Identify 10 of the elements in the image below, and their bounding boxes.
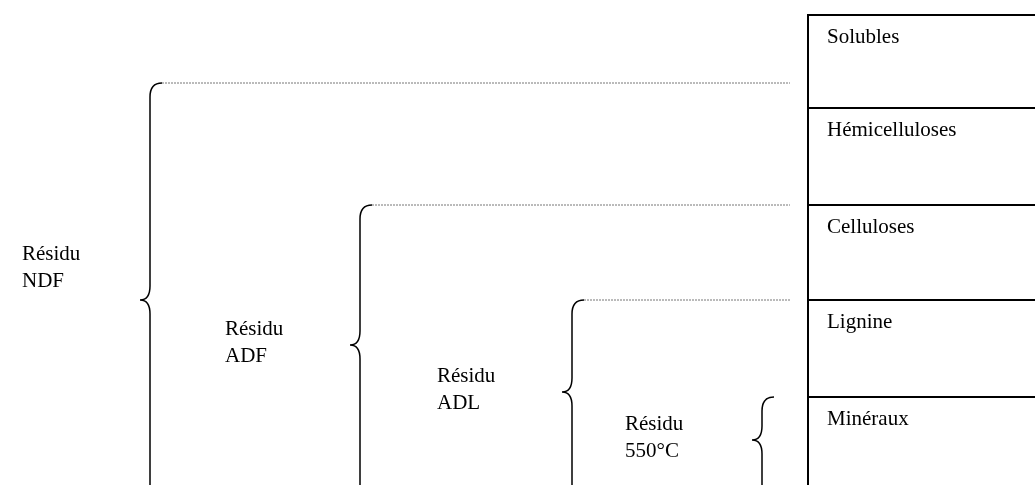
- fraction-box: [807, 14, 1035, 109]
- residue-label: Résidu 550°C: [625, 410, 685, 464]
- residue-label: Résidu NDF: [22, 240, 82, 294]
- fraction-label: Solubles: [827, 24, 900, 48]
- fraction-label: Hémicelluloses: [827, 117, 957, 141]
- fraction-label: Minéraux: [827, 406, 909, 430]
- fraction-label: Lignine: [827, 309, 893, 333]
- fraction-label: Celluloses: [827, 214, 915, 238]
- residue-label: Résidu ADF: [225, 315, 285, 369]
- residue-label: Résidu ADL: [437, 362, 497, 416]
